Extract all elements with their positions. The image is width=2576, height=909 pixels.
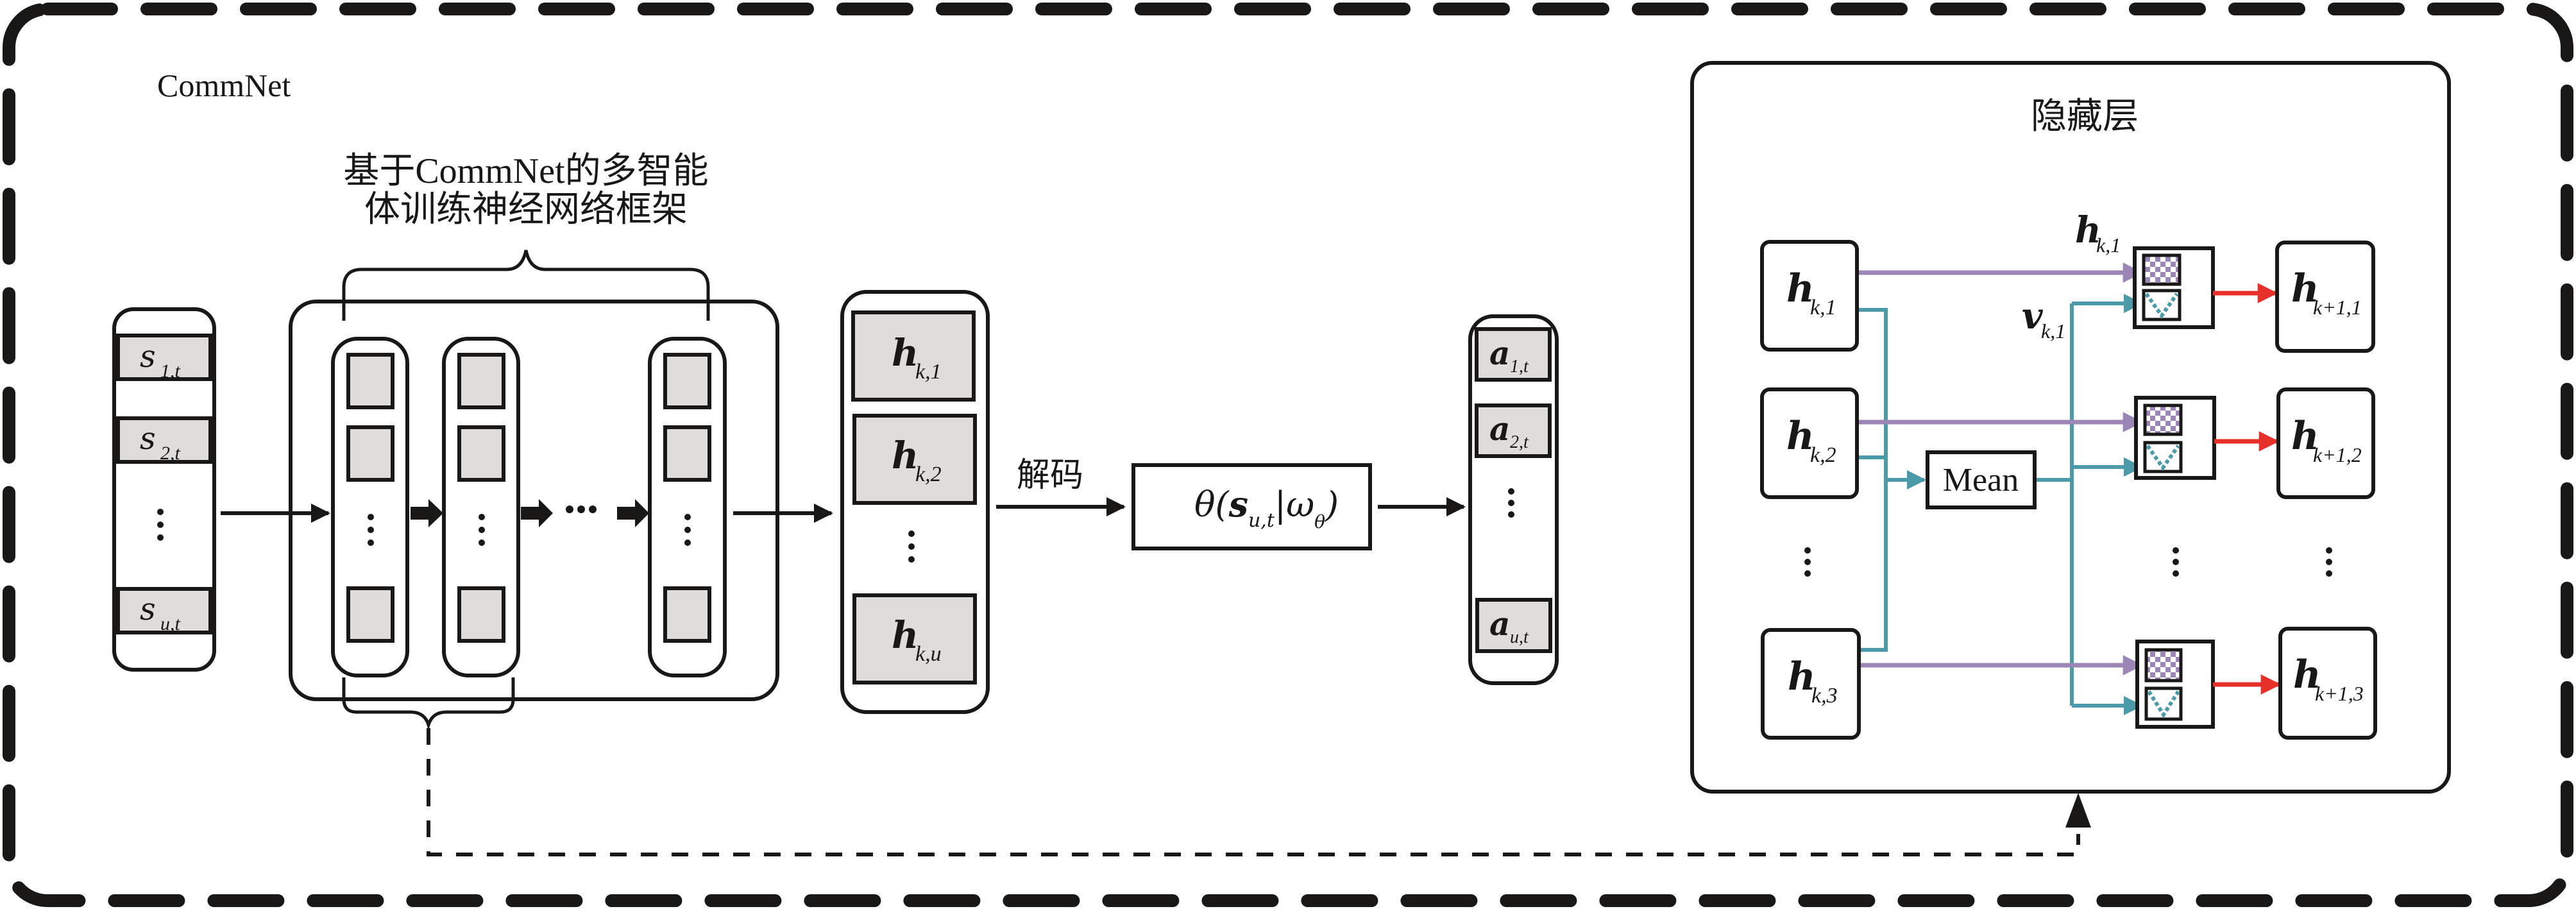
network-layer: [331, 337, 409, 677]
layer-arrow: [521, 499, 553, 527]
network-layer: [648, 337, 727, 677]
svg-text:a: a: [1489, 605, 1510, 643]
action-cell: a 2,t: [1475, 404, 1552, 458]
self-weight-icon: [2143, 404, 2183, 436]
gate-label-h: h k,1: [2075, 209, 2121, 257]
policy-box: θ(su,t|ωθ): [1131, 463, 1372, 550]
svg-text:2,t: 2,t: [1510, 432, 1529, 452]
hidden-cell: h k,1: [851, 310, 976, 402]
network-layer: [442, 337, 520, 677]
hidden-input-node: h k,2: [1760, 387, 1859, 499]
gate-node: [2133, 246, 2215, 329]
hidden-output-node: h k+1,2: [2276, 387, 2375, 499]
svg-text:h: h: [2293, 652, 2321, 697]
ellipsis-vertical: [157, 509, 164, 541]
decode-label: 解码: [1017, 457, 1083, 494]
comm-bus-out: [2035, 303, 2074, 706]
hidden-cell: h k,2: [852, 414, 977, 505]
svg-text:k,1: k,1: [2041, 319, 2065, 343]
action-cell: a 1,t: [1475, 327, 1552, 382]
outer-label: CommNet: [157, 67, 291, 103]
svg-text:k+1,3: k+1,3: [2315, 682, 2364, 705]
framework-caption-line1: 基于CommNet的多智能: [343, 151, 708, 191]
svg-text:Mean: Mean: [1943, 462, 2019, 498]
svg-text:a: a: [1489, 334, 1510, 372]
hidden-input-node: h k,1: [1760, 240, 1859, 352]
svg-text:a: a: [1489, 410, 1510, 448]
gate-node: [2135, 640, 2215, 729]
ellipsis-vertical: [908, 531, 915, 563]
mean-box: Mean: [1926, 450, 2037, 509]
hidden-cell: h k,u: [852, 593, 977, 684]
svg-text:s: s: [140, 591, 156, 627]
self-weight-icon: [2142, 253, 2182, 286]
svg-text:k,1: k,1: [915, 360, 942, 384]
state-column: s 1,t s 2,t s u,t: [112, 307, 216, 672]
hidden-layer-panel: 隐藏层 Mean h k,1 v k,1 h k,1: [1690, 61, 2451, 794]
svg-text:1,t: 1,t: [160, 361, 181, 382]
svg-text:u,t: u,t: [160, 613, 181, 634]
training-network: [289, 300, 779, 701]
svg-text:1,t: 1,t: [1510, 357, 1529, 377]
svg-text:u,t: u,t: [1510, 627, 1529, 647]
svg-text:h: h: [892, 434, 919, 477]
feedback-arrowhead: [2065, 793, 2091, 828]
layer-arrow: [617, 499, 649, 527]
svg-text:h: h: [892, 613, 919, 657]
gate-node: [2134, 396, 2216, 480]
svg-text:h: h: [2291, 266, 2319, 311]
svg-text:k,2: k,2: [915, 463, 942, 486]
action-cell: a u,t: [1475, 598, 1552, 653]
state-cell: s 1,t: [116, 334, 212, 382]
ellipsis-vertical: [1508, 488, 1514, 518]
svg-text:k+1,2: k+1,2: [2313, 443, 2362, 466]
ellipsis-vertical: [2326, 547, 2332, 577]
ellipsis-vertical: [2173, 547, 2179, 577]
svg-text:h: h: [2291, 414, 2319, 459]
svg-text:k,3: k,3: [1811, 684, 1838, 708]
svg-text:h: h: [2075, 209, 2101, 251]
ellipsis-horizontal: [566, 505, 597, 513]
outer-dashed-border: [3, 3, 2573, 907]
svg-text:k,u: k,u: [915, 642, 942, 666]
svg-text:s: s: [140, 421, 156, 457]
svg-text:2,t: 2,t: [160, 443, 181, 464]
hidden-output-node: h k+1,3: [2278, 627, 2377, 740]
state-cell: s 2,t: [116, 416, 212, 464]
layer-arrow: [411, 499, 443, 527]
framework-caption-line2: 体训练神经网络框架: [364, 190, 688, 230]
svg-text:h: h: [1786, 266, 1815, 311]
bottom-brace: [342, 677, 515, 731]
feedback-dashed-path: [427, 728, 2080, 856]
top-brace: [342, 250, 710, 321]
hidden-column: h k,1 h k,2 h k,u: [840, 290, 990, 714]
hidden-output-node: h k+1,1: [2275, 241, 2375, 353]
hidden-input-node: h k,3: [1761, 628, 1861, 740]
svg-text:h: h: [1786, 414, 1815, 459]
svg-text:s: s: [140, 339, 156, 375]
comm-bus-in: [1857, 308, 1888, 652]
svg-text:k,2: k,2: [1810, 443, 1836, 467]
svg-text:k,1: k,1: [2096, 234, 2121, 257]
action-column: a 1,t a 2,t a u,t: [1468, 314, 1559, 685]
svg-text:k,1: k,1: [1810, 296, 1836, 319]
svg-text:h: h: [1788, 654, 1816, 699]
svg-text:k+1,1: k+1,1: [2313, 296, 2362, 319]
self-weight-icon: [2144, 648, 2183, 683]
state-cell: s u,t: [116, 587, 212, 634]
svg-text:θ(su,t|ωθ): θ(su,t|ωθ): [1194, 484, 1339, 532]
svg-text:h: h: [892, 331, 919, 375]
ellipsis-vertical: [1804, 547, 1811, 577]
gate-label-v: v k,1: [2022, 295, 2065, 343]
hidden-layer-title: 隐藏层: [2031, 97, 2139, 137]
svg-text:v: v: [2022, 295, 2044, 337]
